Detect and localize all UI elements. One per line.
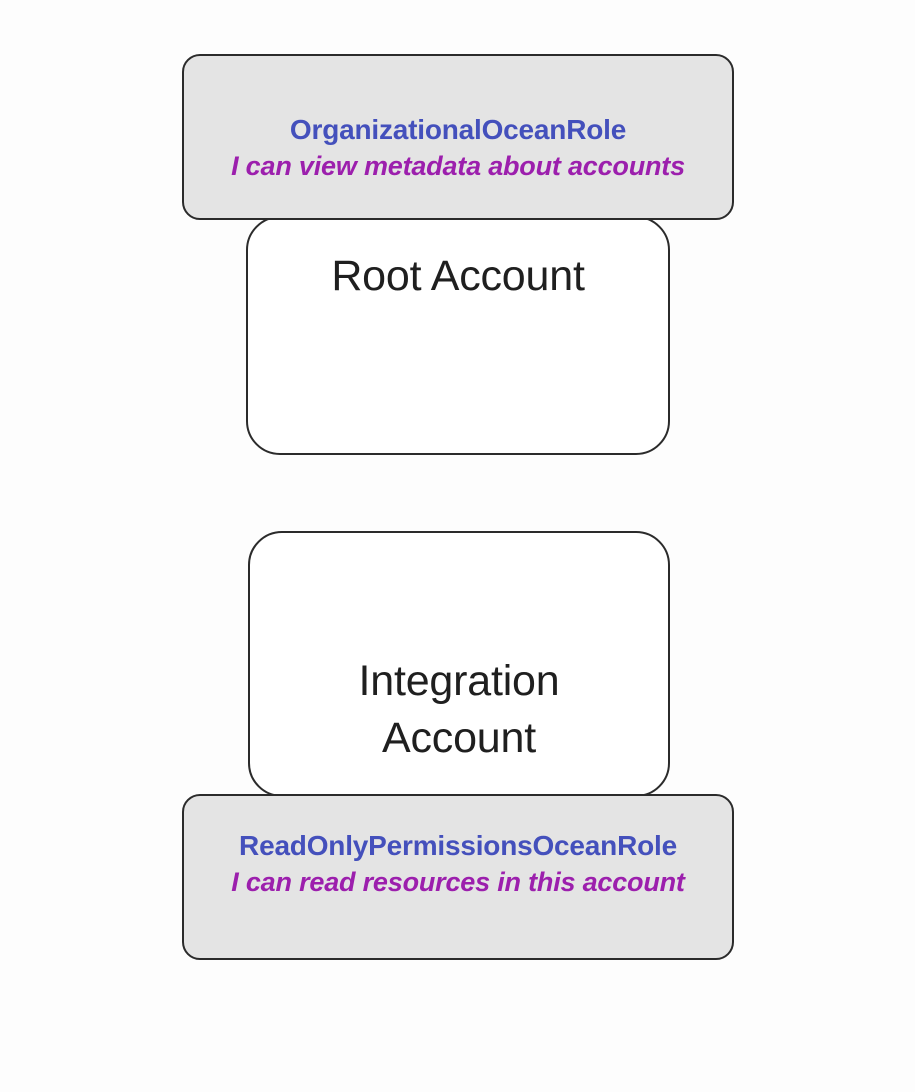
role-badge-read-only-permissions-ocean-role[interactable]: ReadOnlyPermissionsOceanRole I can read … [182,794,734,960]
role-badge-organizational-ocean-role[interactable]: OrganizationalOceanRole I can view metad… [182,54,734,220]
account-label-integration: Integration Account [358,657,560,763]
role-description-label: I can read resources in this account [231,866,685,897]
account-box-integration[interactable]: Integration Account [248,531,670,797]
role-description-label: I can view metadata about accounts [231,150,685,181]
role-name-label: OrganizationalOceanRole [289,113,627,145]
account-box-root[interactable]: Root Account [246,216,670,455]
account-label-root: Root Account [331,252,585,300]
role-name-label: ReadOnlyPermissionsOceanRole [239,829,677,861]
